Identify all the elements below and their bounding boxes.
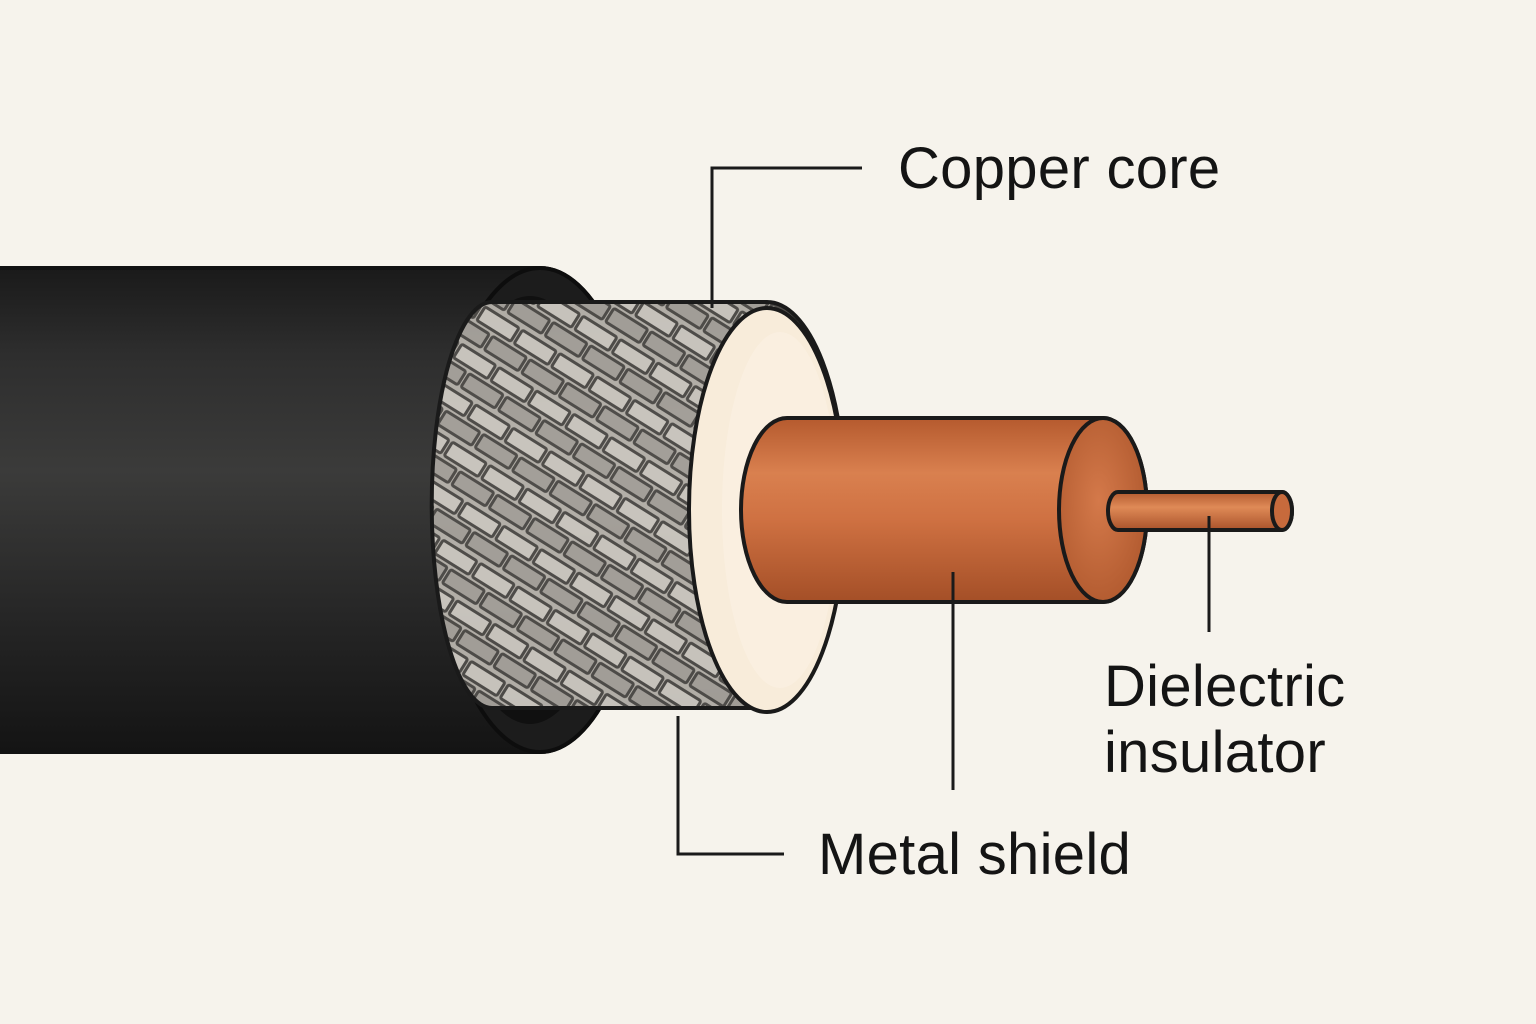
label-dielectric-line-2: insulator (1104, 720, 1326, 785)
leader-line-copper-core (710, 166, 862, 308)
leader-line-metal-shield (676, 716, 784, 856)
label-copper-core: Copper core (898, 136, 1221, 201)
label-dielectric-line-1: Dielectric (1104, 654, 1346, 719)
label-dielectric-insulator: Dielectric insulator (1104, 654, 1346, 786)
label-metal-shield: Metal shield (818, 822, 1132, 887)
center-wire (1106, 490, 1294, 532)
